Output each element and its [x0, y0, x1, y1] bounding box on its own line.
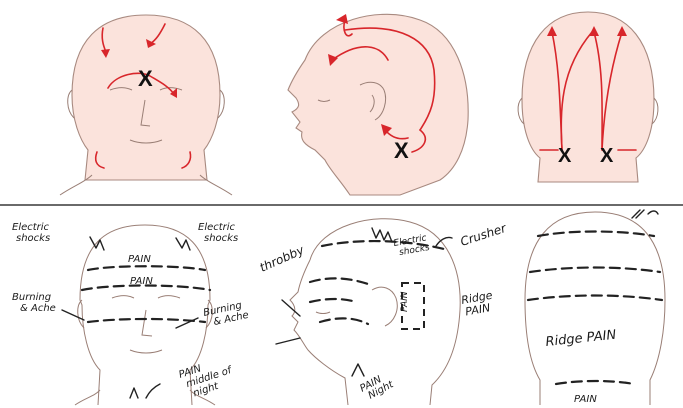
trigger-point-x-occipital-side: X — [394, 138, 409, 163]
label-ridge-pain-back: Ridge PAIN — [545, 328, 617, 350]
label-pain-back-low: PAIN — [574, 394, 597, 405]
side-head-top — [288, 14, 468, 195]
back-head-bottom-marks — [528, 210, 662, 384]
label-electric-shocks-side: Electric shocks — [393, 233, 432, 259]
label-pain-middle-of-night: PAIN middle of night — [178, 354, 240, 402]
trigger-point-x-back-right: X — [600, 145, 614, 167]
label-pain-lower: PAIN — [130, 276, 153, 287]
label-pain-upper: PAIN — [128, 254, 151, 265]
front-head-top — [60, 15, 232, 195]
label-burning-ache-left: Burning & Ache — [12, 292, 56, 314]
label-pain-box: PAIN — [400, 291, 410, 312]
label-ridge-pain-side: Ridge PAIN — [460, 288, 499, 319]
back-head-bottom — [525, 212, 665, 405]
label-burning-ache-right: Burning & Ache — [202, 299, 249, 330]
trigger-point-x-forehead: X — [138, 66, 153, 91]
label-throbby: throbby — [258, 243, 307, 275]
label-electric-shocks-left: Electric shocks — [12, 222, 52, 244]
trigger-point-x-back-left: X — [558, 145, 572, 167]
label-electric-shocks-right: Electric shocks — [198, 222, 238, 244]
label-crusher: Crusher — [459, 221, 509, 249]
